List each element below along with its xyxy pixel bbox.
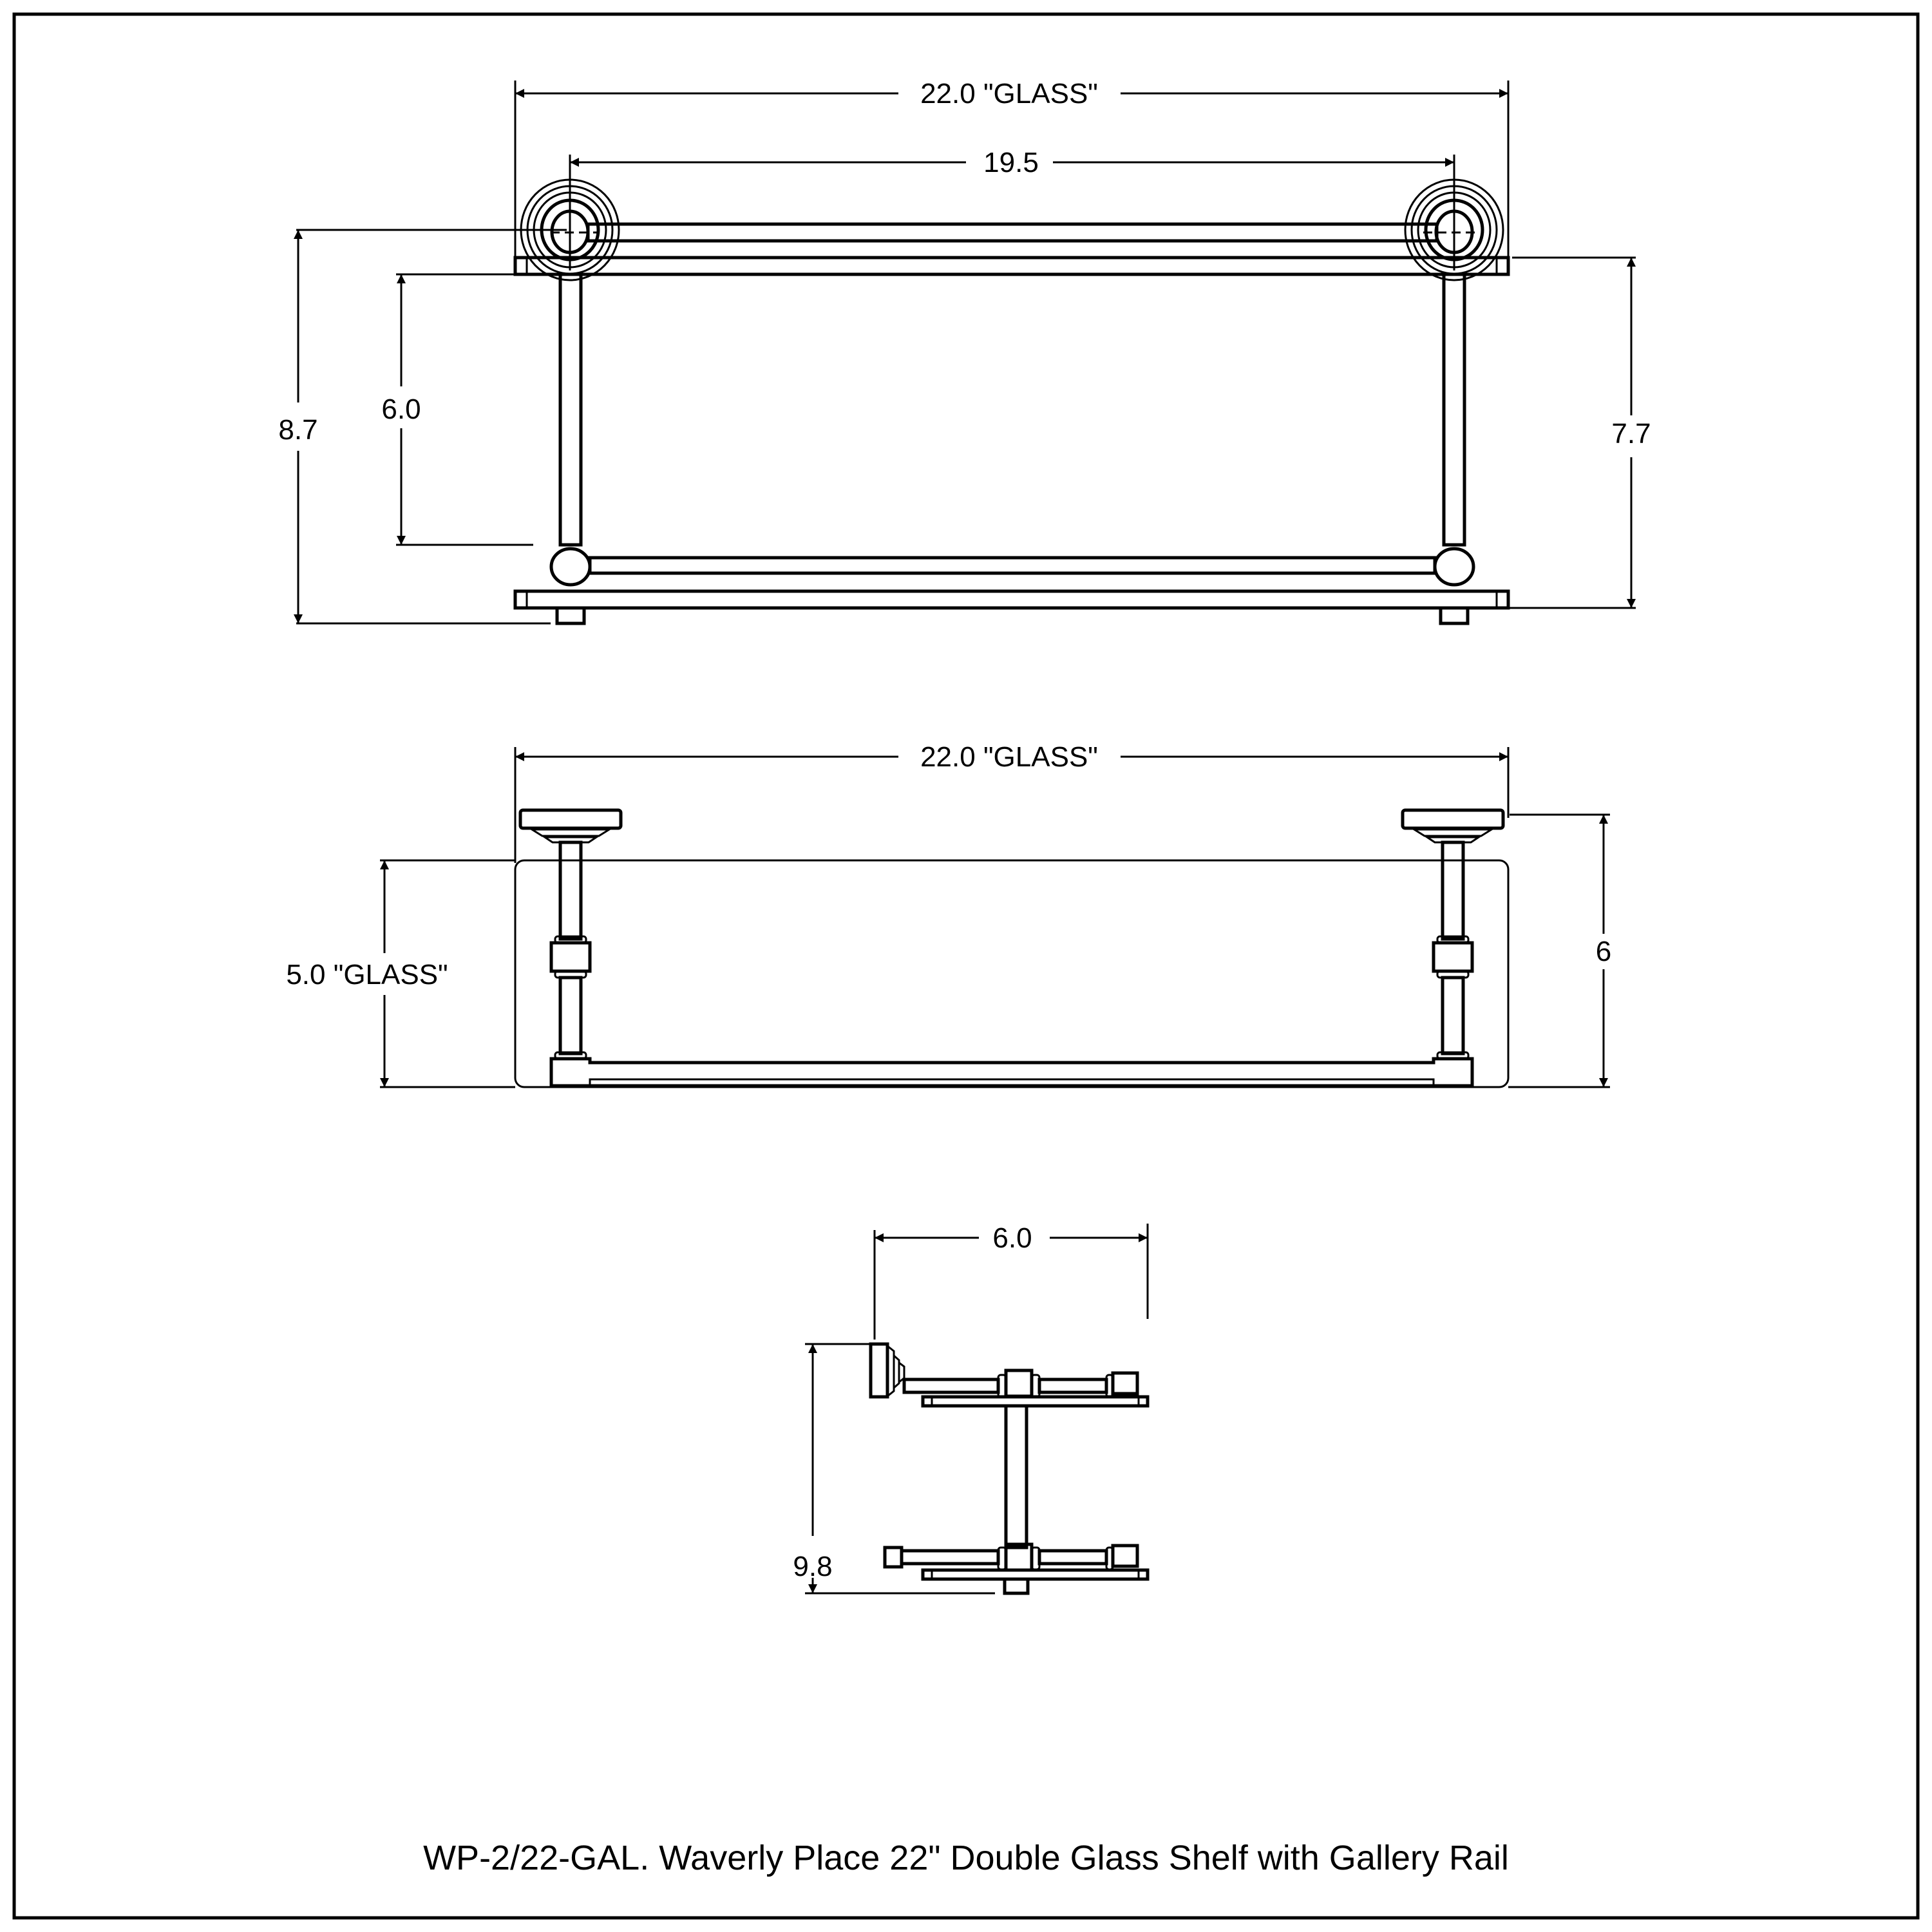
drawing-caption: WP-2/22-GAL. Waverly Place 22" Double Gl… [423, 1839, 1509, 1877]
top-overall-width-label: 22.0 "GLASS" [920, 741, 1098, 773]
side-height-label: 9.8 [793, 1551, 832, 1582]
front-overall-width-label: 22.0 "GLASS" [920, 78, 1098, 109]
front-shelf-spacing-label: 6.0 [381, 393, 421, 425]
top-glass-depth-label: 5.0 "GLASS" [286, 959, 448, 990]
front-overall-height-label: 8.7 [278, 414, 317, 446]
top-projection-label: 6 [1596, 936, 1611, 967]
side-projection-label: 6.0 [992, 1222, 1032, 1254]
top-view: 22.0 "GLASS" 5.0 "GLASS" [286, 741, 1611, 1088]
side-view: 6.0 [793, 1222, 1150, 1595]
drawing-border [12, 12, 1920, 1920]
front-post-center-width-label: 19.5 [983, 147, 1039, 178]
front-right-height-label: 7.7 [1611, 418, 1651, 450]
front-view: 22.0 "GLASS" 19.5 [278, 78, 1651, 625]
